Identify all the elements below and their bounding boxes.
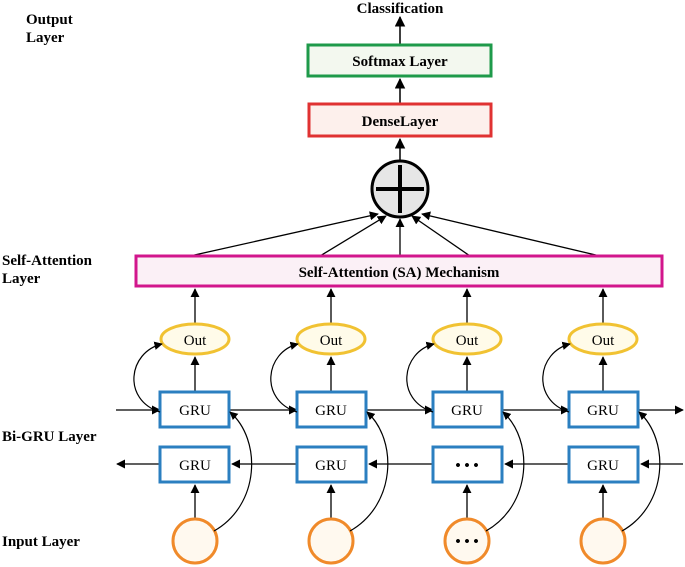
input-layer-label: Input Layer (2, 534, 80, 550)
self-attention-layer-label: Self-Attention Layer (2, 253, 92, 287)
forward-gru-box (158, 390, 231, 429)
column-1: Out GRU GRU (133, 288, 253, 565)
input-skip-curve (349, 411, 389, 532)
out-node-label: Out (456, 333, 479, 349)
column-2: Out GRU GRU (270, 288, 389, 565)
input-skip-curve (621, 411, 661, 532)
output-layer-label: Output Layer (26, 12, 73, 46)
softmax-layer-label: Softmax Layer (352, 54, 448, 70)
column-3: Out GRU • • • • • • (406, 288, 525, 565)
backward-gru-label: • • • (455, 458, 478, 474)
dense-layer-box (307, 102, 493, 138)
out-node-label: Out (320, 333, 343, 349)
input-node (307, 517, 355, 565)
sa-to-sum-arrow-4 (411, 215, 471, 257)
input-node (579, 517, 627, 565)
sa-to-sum-arrow-1 (189, 211, 379, 257)
backward-gru-box (431, 445, 504, 484)
forward-gru-label: GRU (587, 403, 619, 419)
out-node (159, 322, 231, 356)
out-node-label: Out (592, 333, 615, 349)
input-skip-curve (213, 411, 253, 532)
forward-gru-label: GRU (179, 403, 211, 419)
softmax-layer-box (306, 43, 493, 78)
backward-gru-label: GRU (179, 458, 211, 474)
forward-skip-curve (406, 341, 435, 413)
self-attention-mechanism-box (134, 254, 664, 288)
bigru-layer-label: Bi-GRU Layer (2, 429, 97, 445)
forward-gru-box (567, 390, 640, 429)
forward-gru-box (431, 390, 504, 429)
forward-gru-label: GRU (315, 403, 347, 419)
backward-gru-box (158, 445, 231, 484)
classification-label: Classification (357, 1, 444, 17)
forward-skip-curve (270, 341, 299, 413)
forward-gru-box (295, 390, 368, 429)
out-node (431, 322, 503, 356)
backward-gru-box (567, 445, 640, 484)
input-skip-curve (485, 411, 525, 532)
input-node (171, 517, 219, 565)
input-node (443, 517, 491, 565)
dense-layer-label: DenseLayer (362, 114, 439, 130)
out-node-label: Out (184, 333, 207, 349)
self-attention-mechanism-label: Self-Attention (SA) Mechanism (299, 265, 500, 281)
forward-gru-label: GRU (451, 403, 483, 419)
forward-skip-curve (542, 341, 571, 413)
out-node (295, 322, 367, 356)
input-node-label: • • • (455, 534, 478, 550)
backward-gru-label: GRU (587, 458, 619, 474)
out-node (567, 322, 639, 356)
sa-to-sum-arrow-5 (421, 211, 601, 257)
sa-to-sum-arrow-2 (319, 215, 387, 257)
backward-gru-label: GRU (315, 458, 347, 474)
forward-skip-curve (133, 341, 163, 413)
column-4: Out GRU GRU (542, 288, 661, 565)
backward-gru-box (295, 445, 368, 484)
